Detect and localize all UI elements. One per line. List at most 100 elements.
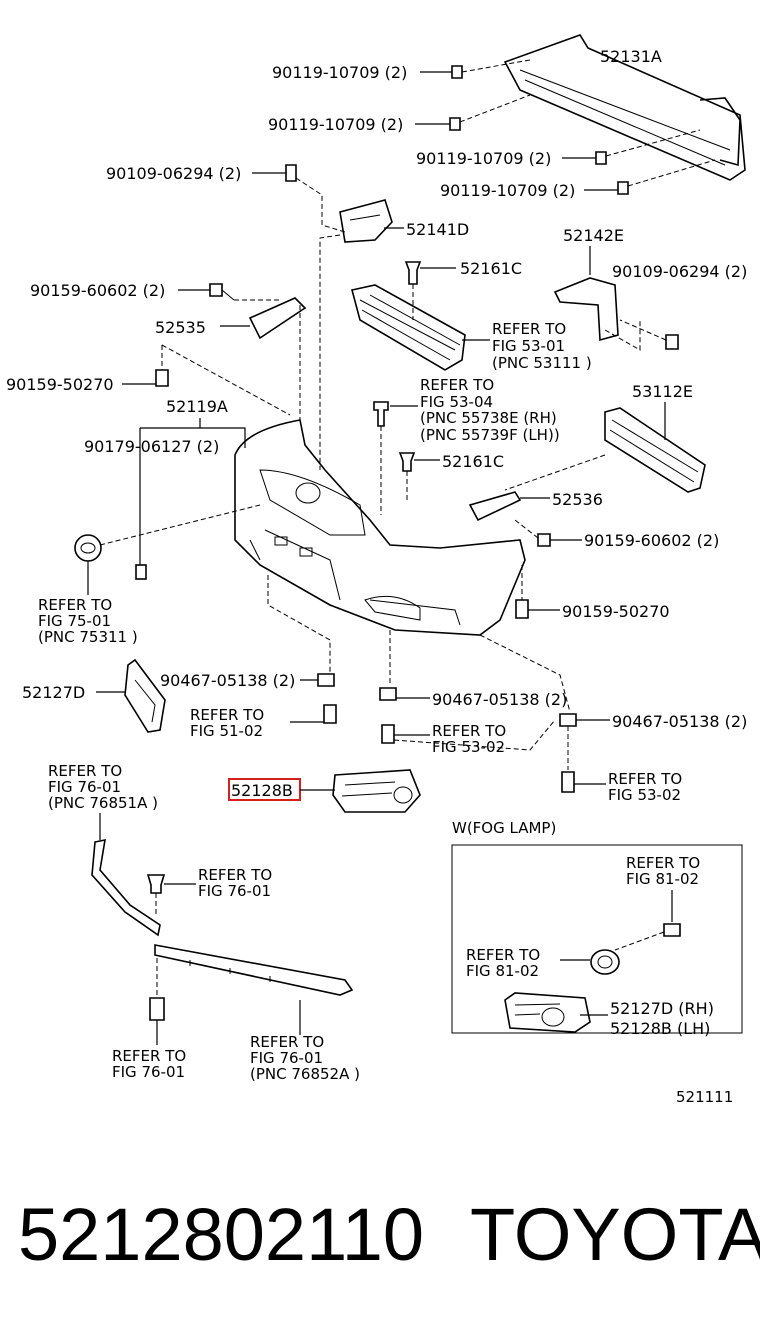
- label-ref12-b: FIG 76-01: [250, 1049, 323, 1067]
- bolt-90119-c: [595, 129, 701, 165]
- label-ref5-a: REFER TO: [432, 722, 506, 740]
- label-ref2-a: REFER TO: [420, 376, 494, 394]
- label-ref10-a: REFER TO: [466, 946, 540, 964]
- label-ref8-a: REFER TO: [198, 866, 272, 884]
- label-ref2-b: FIG 53-04: [420, 393, 493, 411]
- screw-ref-51-02: [323, 704, 337, 724]
- radiator-grille: [351, 284, 466, 371]
- label-90467-b: 90467-05138 (2): [432, 690, 567, 709]
- label-90109-left: 90109-06294 (2): [106, 164, 241, 183]
- label-bolt-1: 90119-10709 (2): [272, 63, 407, 82]
- label-bolt-3: 90119-10709 (2): [416, 149, 551, 168]
- label-52119A: 52119A: [166, 397, 228, 416]
- emblem: [74, 504, 261, 595]
- reinforcement-52131A: [503, 34, 746, 181]
- label-52127D: 52127D: [22, 683, 85, 702]
- fog-lamp-title: W(FOG LAMP): [452, 819, 556, 837]
- screw-90159-60602-right: [514, 519, 551, 547]
- label-ref7-a: REFER TO: [48, 762, 122, 780]
- label-ref4-a: REFER TO: [190, 706, 264, 724]
- parts-diagram: 52131A 90119-10709 (2) 90119-10709 (2) 9…: [6, 34, 747, 1106]
- clip-90467-b: [379, 687, 397, 701]
- clip-90467-c: [559, 713, 577, 727]
- label-ref2-d: (PNC 55739F (LH)): [420, 426, 560, 444]
- label-52128B: 52128B: [231, 781, 293, 800]
- label-52161C-lower: 52161C: [442, 452, 504, 471]
- label-ref4-b: FIG 51-02: [190, 722, 263, 740]
- label-bolt-4: 90119-10709 (2): [440, 181, 575, 200]
- label-ref9-a: REFER TO: [626, 854, 700, 872]
- bumper-cover-52119A: [234, 419, 526, 636]
- label-ref2-c: (PNC 55738E (RH): [420, 409, 557, 427]
- clip-52161C-upper: [404, 261, 422, 320]
- bolt-90119-d: [617, 159, 716, 195]
- label-ref11-b: FIG 76-01: [112, 1063, 185, 1081]
- label-ref1-c: (PNC 53111 ): [492, 354, 592, 372]
- diagram-code: 521111: [676, 1088, 733, 1106]
- footer: 5212802110 TOYOTA: [0, 1180, 760, 1290]
- label-52131A: 52131A: [600, 47, 662, 66]
- label-ref6-a: REFER TO: [608, 770, 682, 788]
- screw-90159-50270-left: [155, 369, 169, 387]
- bolt-90109-left: [285, 164, 346, 233]
- label-52535: 52535: [155, 318, 206, 337]
- part-number: 5212802110: [18, 1193, 425, 1276]
- label-52536: 52536: [552, 490, 603, 509]
- label-ref9-b: FIG 81-02: [626, 870, 699, 888]
- brand-name: TOYOTA: [470, 1193, 760, 1276]
- bolt-90109-right: [619, 319, 679, 350]
- label-90159-50270-right: 90159-50270: [562, 602, 670, 621]
- screw-ref-53-02-b: [561, 771, 575, 793]
- label-90159-50270-left: 90159-50270: [6, 375, 114, 394]
- label-ref6-b: FIG 53-02: [608, 786, 681, 804]
- label-ref11-a: REFER TO: [112, 1047, 186, 1065]
- label-90467-c: 90467-05138 (2): [612, 712, 747, 731]
- label-ref1-a: REFER TO: [492, 320, 566, 338]
- label-ref10-b: FIG 81-02: [466, 962, 539, 980]
- fog-lamp-box: [451, 844, 743, 1034]
- molding-lower: [154, 944, 354, 996]
- fog-cover-assembly: [504, 992, 591, 1033]
- clip-52161C-lower: [398, 452, 416, 500]
- retainer-52535: [248, 297, 307, 420]
- label-90159-60602-left: 90159-60602 (2): [30, 281, 165, 300]
- label-ref12-c: (PNC 76852A ): [250, 1065, 360, 1083]
- label-ref3-b: FIG 75-01: [38, 612, 111, 630]
- label-ref7-b: FIG 76-01: [48, 778, 121, 796]
- screw-ref-76-01-b: [149, 997, 165, 1045]
- label-90467-a: 90467-05138 (2): [160, 671, 295, 690]
- label-52142E: 52142E: [563, 226, 624, 245]
- label-ref3-a: REFER TO: [38, 596, 112, 614]
- bracket-52141D: [319, 199, 393, 470]
- label-bolt-2: 90119-10709 (2): [268, 115, 403, 134]
- clip-ref-76-01-a: [146, 874, 166, 915]
- screw-fog-lamp: [614, 923, 681, 951]
- clip-55738E: [373, 401, 389, 515]
- bracket-52142E: [553, 277, 641, 351]
- screw-90159-50270-right: [515, 599, 529, 619]
- bolt-90119-b: [449, 94, 531, 131]
- screw-90159-60602-left: [209, 283, 280, 301]
- clip-90179-06127: [135, 564, 147, 580]
- label-ref3-c: (PNC 75311 ): [38, 628, 138, 646]
- retainer-52536: [468, 491, 522, 522]
- label-52161C-upper: 52161C: [460, 259, 522, 278]
- bolt-90119-a: [451, 59, 531, 79]
- label-90179-06127: 90179-06127 (2): [84, 437, 219, 456]
- label-53112E: 53112E: [632, 382, 693, 401]
- fog-cover-52128B: [332, 769, 421, 813]
- fog-lamp: [590, 949, 620, 975]
- label-ref5-b: FIG 53-02: [432, 738, 505, 756]
- label-90159-60602-right: 90159-60602 (2): [584, 531, 719, 550]
- label-90109-right: 90109-06294 (2): [612, 262, 747, 281]
- screw-ref-53-02-a: [381, 724, 395, 744]
- fog-cover-52127D: [124, 658, 166, 733]
- label-ref7-c: (PNC 76851A ): [48, 794, 158, 812]
- molding-upper: [91, 838, 161, 937]
- label-52141D: 52141D: [406, 220, 469, 239]
- label-fog-rh: 52127D (RH): [610, 999, 714, 1018]
- label-ref12-a: REFER TO: [250, 1033, 324, 1051]
- lower-grille-53112E: [504, 407, 706, 493]
- clip-90467-a: [317, 673, 335, 687]
- label-ref1-b: FIG 53-01: [492, 337, 565, 355]
